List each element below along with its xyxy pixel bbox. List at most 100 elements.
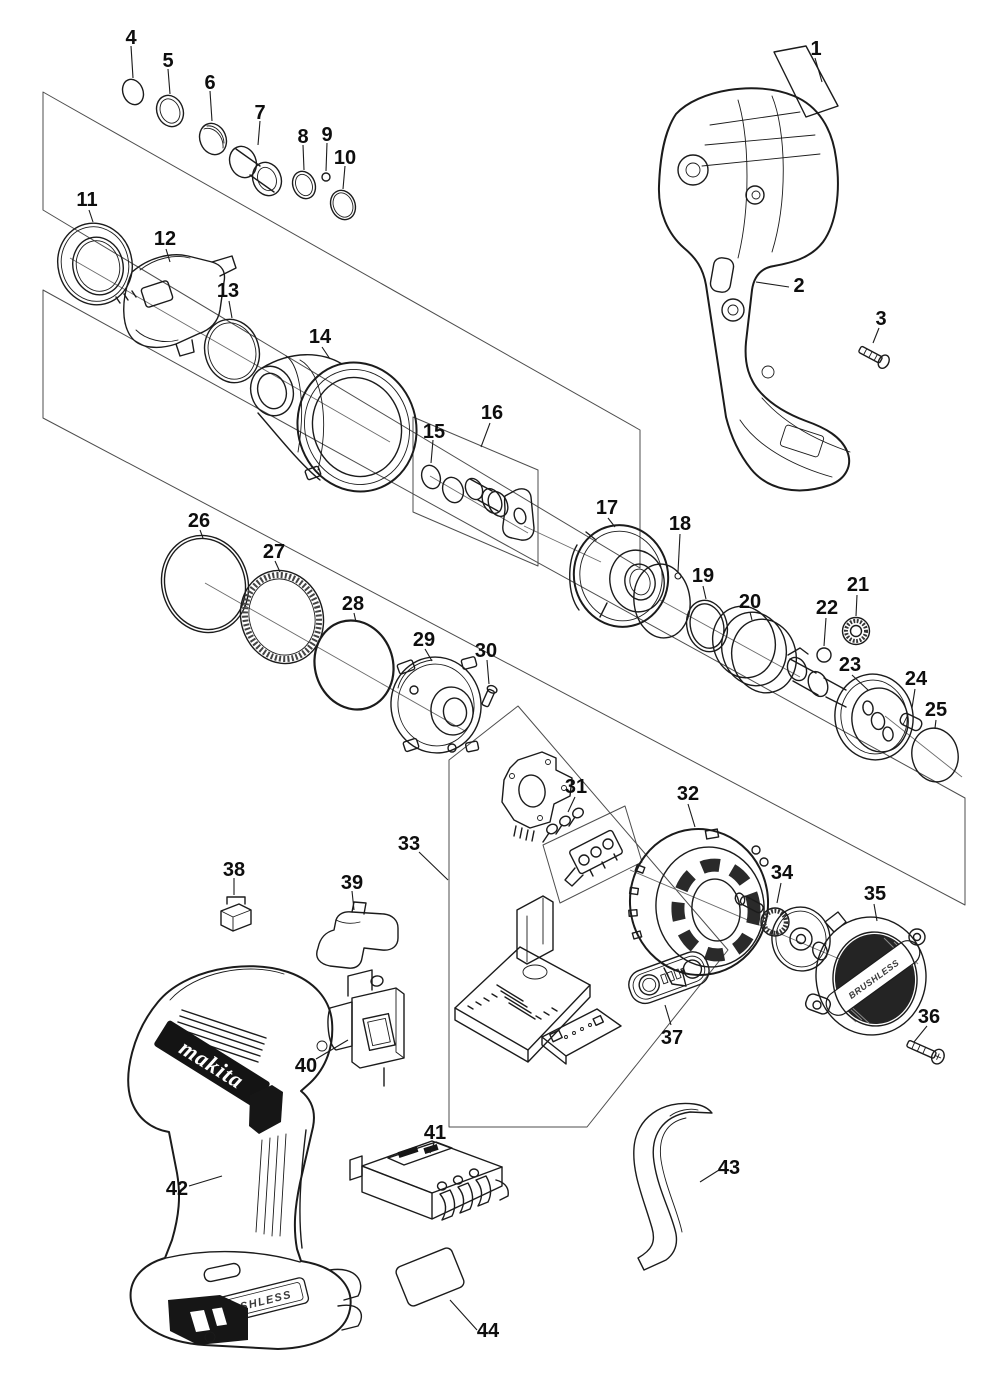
- part-4-retaining-ring: [121, 78, 145, 106]
- part-34-rotor: [734, 892, 831, 972]
- callout-6: 6: [204, 72, 216, 122]
- part-number: 31: [565, 776, 587, 798]
- part-24-pin: [899, 712, 923, 732]
- part-number: 28: [342, 593, 364, 615]
- leader-line: [814, 57, 823, 83]
- part-number: 33: [398, 833, 420, 855]
- leader-line: [699, 1169, 720, 1183]
- part-number: 20: [739, 591, 761, 613]
- callout-2: 2: [755, 275, 805, 297]
- callout-13: 13: [217, 280, 239, 319]
- assembly-axis-lines: [69, 257, 963, 967]
- leader-line: [755, 281, 790, 288]
- callout-20: 20: [739, 591, 761, 621]
- callout-33: 33: [398, 833, 449, 881]
- leader-line: [855, 594, 858, 617]
- part-number: 6: [204, 72, 215, 94]
- leader-line: [486, 659, 490, 685]
- callout-38: 38: [223, 859, 245, 895]
- part-number: 40: [295, 1055, 317, 1077]
- leader-line: [913, 1025, 928, 1043]
- boundary-screw-set-box: [542, 805, 643, 904]
- part-number: 43: [718, 1157, 740, 1179]
- part-39-lock-lever: [316, 901, 399, 969]
- axis-anvil-hammer: [523, 525, 602, 563]
- leader-line: [449, 1299, 478, 1331]
- part-number: 42: [166, 1178, 188, 1200]
- boundary-front-seal-group: [42, 91, 641, 569]
- part-number: 26: [188, 510, 210, 532]
- part-3-tapping-screw: [858, 345, 890, 369]
- leader-line: [199, 529, 204, 539]
- part-44-name-plate: [395, 1247, 465, 1307]
- part-number: 18: [669, 513, 691, 535]
- callout-4: 4: [125, 27, 137, 79]
- leader-line: [325, 142, 328, 172]
- axis-spring-spindle: [659, 599, 801, 678]
- part-20-compression-spring: [711, 605, 798, 694]
- callout-5: 5: [162, 50, 174, 95]
- leader-line: [823, 617, 827, 647]
- leader-line: [88, 209, 94, 223]
- callout-14: 14: [309, 326, 332, 360]
- axis-spindle-ring: [884, 715, 963, 778]
- part-16-anvil-assembly: [464, 477, 535, 541]
- part-12-front-bumper-cap: [123, 254, 237, 357]
- part-1-serial-label: [773, 45, 839, 118]
- part-number: 32: [677, 783, 699, 805]
- callout-28: 28: [342, 593, 364, 623]
- part-number: 4: [125, 27, 137, 49]
- callout-30: 30: [475, 640, 497, 685]
- callout-32: 32: [677, 783, 699, 828]
- part-11-retaining-ring: [57, 222, 137, 306]
- part-number: 37: [661, 1027, 683, 1049]
- leader-line: [851, 674, 869, 691]
- part-number: 3: [875, 308, 886, 330]
- part-28-o-ring: [313, 619, 395, 711]
- leader-dot: [674, 572, 682, 580]
- part-number: 35: [864, 883, 886, 905]
- callout-43: 43: [699, 1157, 740, 1183]
- callout-15: 15: [423, 421, 445, 464]
- part-5-flat-washer: [155, 94, 185, 128]
- callout-16: 16: [480, 402, 503, 448]
- part-30-screw: [481, 684, 498, 708]
- part-number: 13: [217, 280, 239, 302]
- part-25-ring: [911, 727, 959, 783]
- leader-line: [934, 719, 937, 729]
- callout-12: 12: [154, 228, 176, 263]
- callout-24: 24: [905, 668, 928, 709]
- boundary-anvil-kit-box: [412, 416, 539, 567]
- part-15-o-ring-pair: [420, 464, 465, 504]
- axis-motor: [629, 869, 857, 967]
- axis-front-cap: [69, 257, 391, 443]
- part-36-tapping-screw: [906, 1039, 945, 1065]
- callout-17: 17: [596, 497, 618, 528]
- leader-line: [873, 903, 878, 922]
- axis-gear-train: [204, 582, 466, 732]
- callout-22: 22: [816, 597, 838, 647]
- part-number: 5: [162, 50, 173, 72]
- part-number: 38: [223, 859, 245, 881]
- leader-line: [257, 120, 261, 146]
- part-number: 8: [297, 126, 308, 148]
- leader-line: [188, 1175, 223, 1187]
- part-number: 2: [793, 275, 804, 297]
- leader-line: [687, 803, 696, 828]
- boundary-controller-group: [448, 705, 729, 1128]
- battery-lxt-badge: [168, 1295, 248, 1345]
- callout-27: 27: [263, 541, 285, 573]
- part-42-housing-half-outer: makita BRUSHLESS: [127, 965, 363, 1350]
- part-number: 39: [341, 872, 363, 894]
- leader-line: [567, 796, 576, 813]
- group-boundary-lines: [42, 91, 966, 1128]
- callout-41: 41: [424, 1122, 446, 1154]
- part-14-hammer-case: [249, 354, 418, 493]
- callout-42: 42: [166, 1175, 223, 1200]
- part-number: 36: [918, 1006, 940, 1028]
- callout-44: 44: [449, 1299, 500, 1342]
- part-number: 17: [596, 497, 618, 519]
- leader-line: [315, 1039, 349, 1060]
- part-22-steel-ball: [816, 647, 832, 663]
- part-21-bearing: [841, 616, 871, 646]
